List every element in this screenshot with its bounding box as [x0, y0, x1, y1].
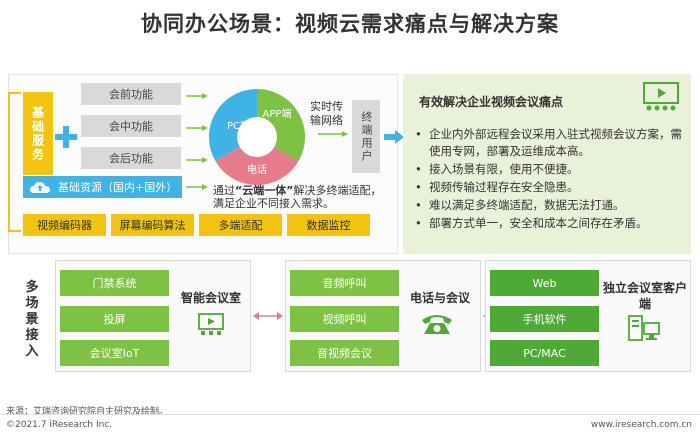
- arrow-right-icon: [186, 184, 208, 190]
- arrow-right-icon: [186, 157, 208, 163]
- ring-label-app: APP端: [263, 107, 292, 120]
- codec-item-video-encoder: 视频编码器: [23, 214, 106, 236]
- list-item: 接入场景有限，使用不便捷。: [411, 161, 686, 178]
- telephone-icon: [422, 315, 452, 334]
- group1-item: 门禁系统: [60, 270, 169, 296]
- list-item: 部署方式单一，安全和成本之间存在矛盾。: [411, 215, 686, 232]
- plus-icon: [55, 126, 77, 148]
- codec-item-screen-encoding: 屏幕编码算法: [111, 214, 194, 236]
- group3-item: Web: [490, 270, 599, 296]
- group2-item: 视频呼叫: [290, 306, 399, 332]
- base-resource-bar: 基础资源（国内+国外）: [23, 176, 182, 198]
- double-arrow-icon: [253, 312, 283, 320]
- cloud-integration-text: 通过“云端一体”解决多终端适配，满足企业不同接入需求。: [213, 184, 382, 210]
- computer-client-icon: [628, 315, 660, 341]
- copyright-text: ©2021.7 iResearch Inc.: [6, 420, 113, 430]
- group3-item: 手机软件: [490, 306, 599, 332]
- group1-name: 智能会议室: [180, 291, 241, 305]
- basic-service-label: 基础服务: [23, 92, 53, 175]
- group3-item: PC/MAC: [490, 340, 599, 366]
- group2-name: 电话与会议: [409, 291, 470, 305]
- function-post-meeting: 会后功能: [81, 147, 181, 169]
- codec-item-multi-terminal: 多端适配: [199, 214, 282, 236]
- ring-label-pc: PC端: [227, 119, 250, 132]
- source-note: 来源：艾瑞咨询研究院自主研究及绘制。: [6, 407, 169, 417]
- pain-points-list: 企业内外部远程会议采用入驻式视频会议方案，需使用专网，部署及运维成本高。 接入场…: [411, 126, 686, 233]
- group1-item: 投屏: [60, 306, 169, 332]
- ring-label-phone: 电话: [247, 163, 267, 176]
- arrow-right-icon: [186, 125, 208, 131]
- group2-item: 音频呼叫: [290, 270, 399, 296]
- list-item: 视频传输过程存在安全隐患。: [411, 179, 686, 196]
- group2-item: 音视频会议: [290, 340, 399, 366]
- pain-points-title: 有效解决企业视频会议痛点: [419, 95, 564, 109]
- group3-name: 独立会议室客户端: [603, 281, 688, 311]
- terminal-ring-diagram: PC端 APP端 电话: [208, 88, 306, 186]
- page-title: 协同办公场景：视频云需求痛点与解决方案: [141, 12, 559, 36]
- codec-item-data-monitoring: 数据监控: [287, 214, 370, 236]
- list-item: 企业内外部远程会议采用入驻式视频会议方案，需使用专网，部署及运维成本高。: [411, 126, 686, 160]
- terminal-user-box: 终端用户: [352, 100, 380, 173]
- cloud-upload-icon: [30, 182, 50, 193]
- yellow-bracket: [8, 92, 21, 232]
- website-text: www.iresearch.com.cn: [590, 420, 692, 430]
- footer-divider: [0, 414, 700, 415]
- function-in-meeting: 会中功能: [81, 115, 181, 137]
- function-pre-meeting: 会前功能: [81, 83, 181, 105]
- arrow-right-icon: [186, 93, 208, 99]
- group1-item: 会议室IoT: [60, 340, 169, 366]
- meeting-room-icon: [198, 313, 224, 335]
- realtime-network-text: 实时传 输网络: [310, 100, 343, 127]
- pain-points-panel: 有效解决企业视频会议痛点 企业内外部远程会议采用入驻式视频会议方案，需使用专网，…: [403, 74, 691, 254]
- presentation-icon: [643, 82, 679, 111]
- list-item: 难以满足多终端适配，数据无法打通。: [411, 197, 686, 214]
- multi-scenario-label: 多场景接入: [25, 280, 39, 359]
- arrow-right-icon: [318, 131, 348, 137]
- arrow-right-icon: [384, 130, 404, 144]
